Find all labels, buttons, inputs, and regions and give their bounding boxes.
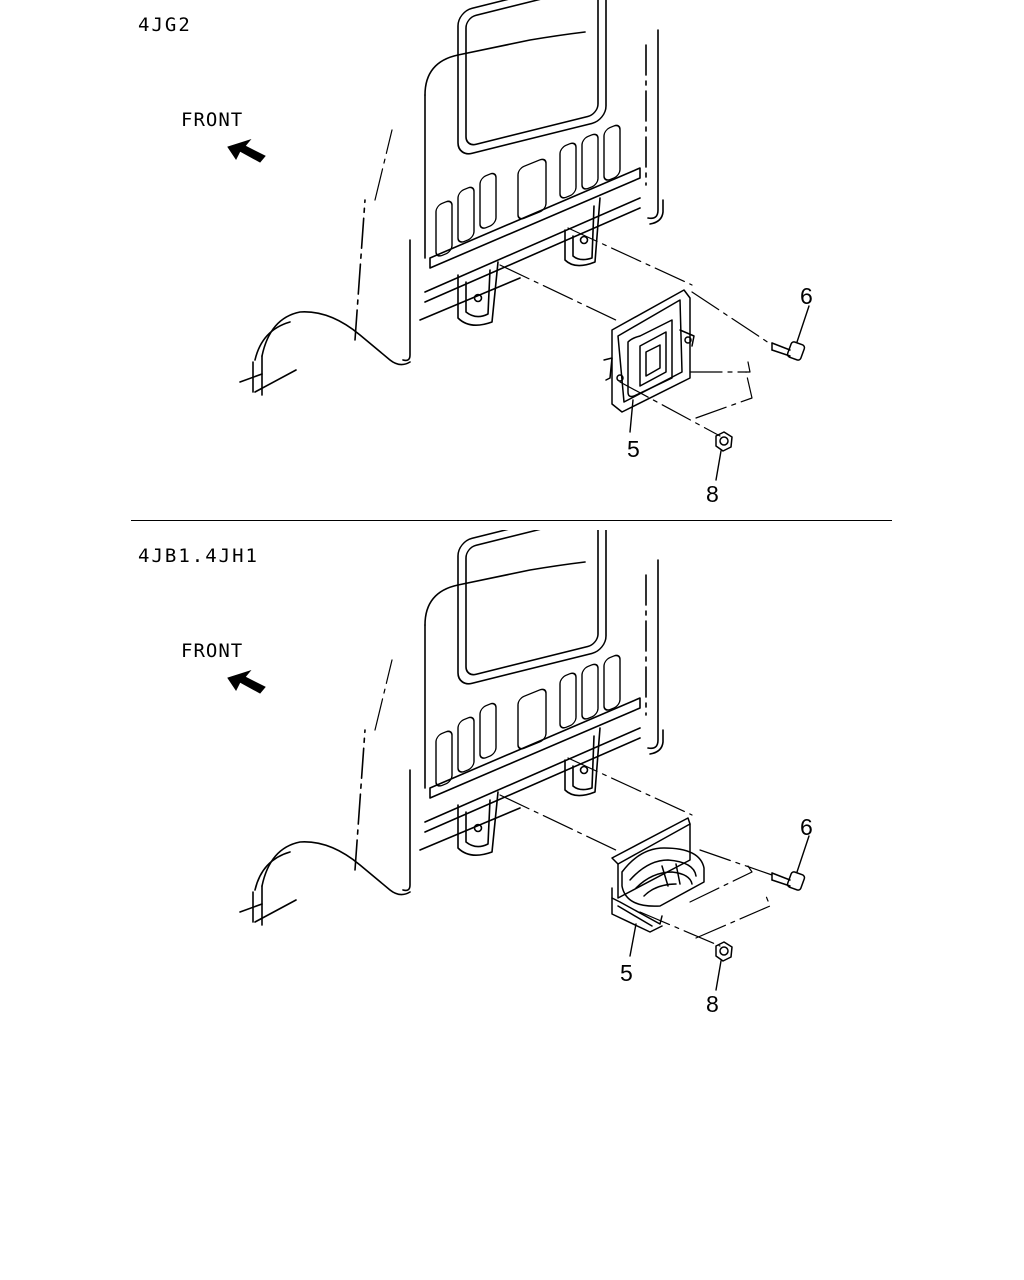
front-label: FRONT xyxy=(181,640,244,662)
diagram-4jb1-4jh1: 4JB1.4JH1 FRONT 6 5 8 xyxy=(0,530,1024,1050)
callout-5: 5 xyxy=(620,960,633,986)
cab-frame-drawing xyxy=(239,530,810,991)
callout-5: 5 xyxy=(627,436,640,462)
engine-label: 4JG2 xyxy=(138,14,192,36)
callout-8: 8 xyxy=(706,991,719,1017)
callout-6: 6 xyxy=(800,814,813,840)
front-arrow-icon xyxy=(227,139,266,163)
section-divider xyxy=(131,520,892,521)
front-label: FRONT xyxy=(181,109,244,131)
callout-6: 6 xyxy=(800,283,813,309)
front-arrow-icon xyxy=(227,670,266,694)
cab-frame-drawing xyxy=(239,0,810,481)
callout-8: 8 xyxy=(706,481,719,507)
engine-label: 4JB1.4JH1 xyxy=(138,545,259,567)
diagram-4jg2: 4JG2 FRONT 6 5 8 xyxy=(0,0,1024,520)
